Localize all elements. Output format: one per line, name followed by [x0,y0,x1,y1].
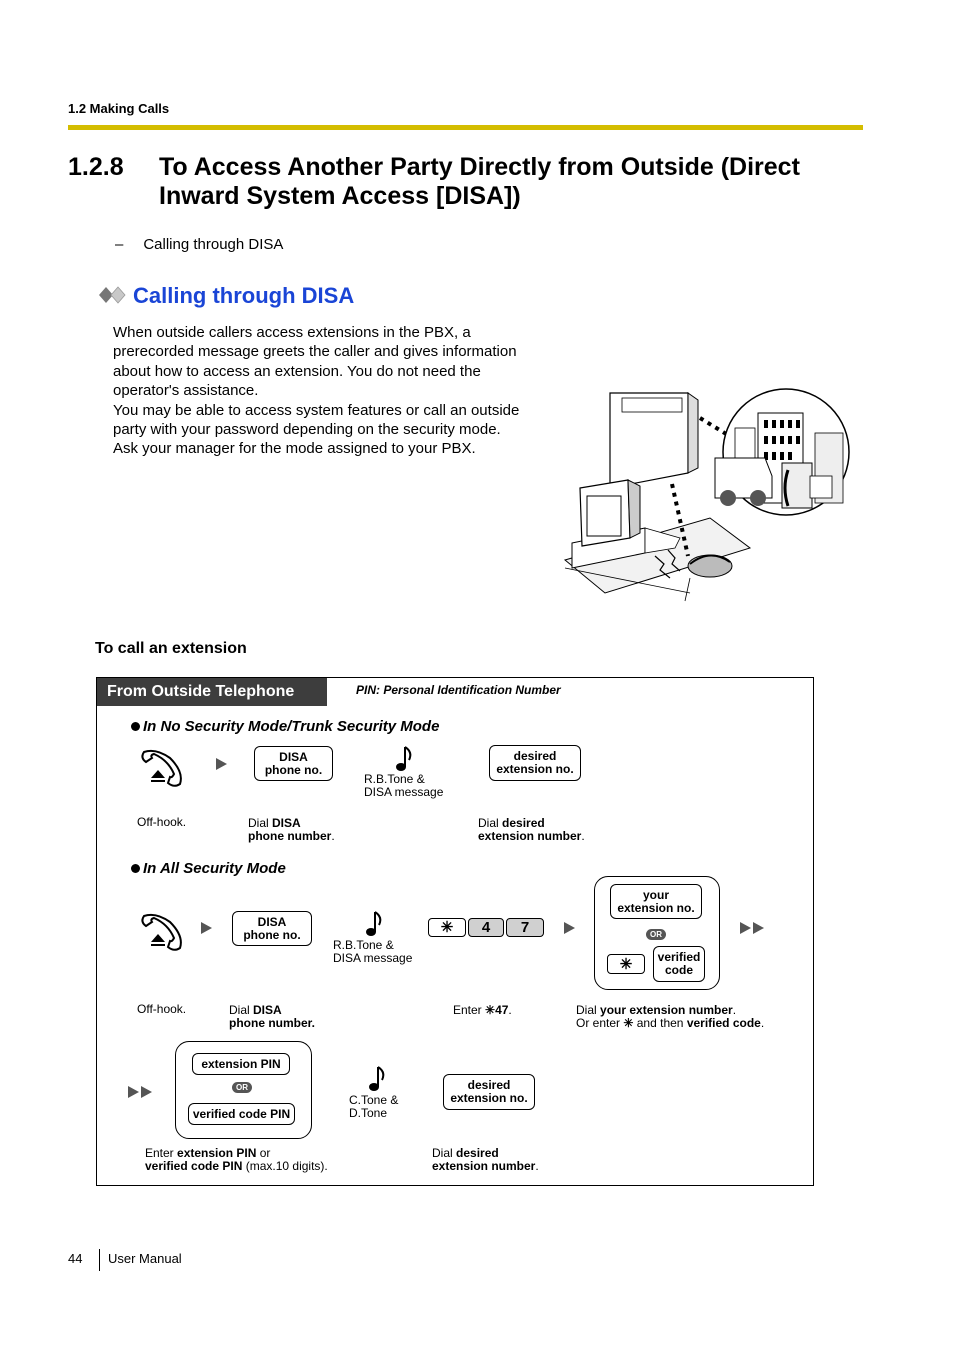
choice-bracket [175,1041,312,1139]
body-line: operator's assistance. [113,382,259,400]
body-line: Ask your manager for the mode assigned t… [113,440,476,458]
dial-disa-caption: Dial DISA phone number. [229,1003,316,1030]
step-arrow-icon [201,922,212,934]
or-badge: OR [232,1082,252,1093]
continue-arrow-icon [128,1086,152,1098]
procedure-box [96,677,814,1186]
star-key: ✳ [607,954,645,974]
section-title: To Access Another Party Directly from Ou… [159,153,800,210]
star-key: ✳ [428,918,466,937]
disa-illustration [563,388,850,602]
toc-item[interactable]: – Calling through DISA [115,236,283,253]
page-number: 44 [68,1251,83,1266]
bullet-icon [131,722,140,731]
header-rule [68,125,863,130]
pin-note: PIN: Personal Identification Number [356,683,561,697]
body-line: You may be able to access system feature… [113,401,520,419]
step-arrow-icon [216,758,227,770]
body-line: When outside callers access extensions i… [113,324,471,341]
double-diamond-icon [99,286,126,304]
footer-divider [99,1249,100,1271]
music-note-icon [366,911,382,936]
mode2-title: In All Security Mode [131,860,286,877]
tone-caption: C.Tone &D.Tone [349,1093,399,1120]
extension-pin-key: extension PIN [192,1053,290,1075]
digit-7-key: 7 [506,918,544,937]
offhook-caption: Off-hook. [137,1002,187,1016]
procedure-heading: To call an extension [95,640,247,657]
music-note-icon [396,746,412,771]
tone-caption: R.B.Tone &DISA message [364,772,444,799]
subsection-title: Calling through DISA [133,283,355,308]
dial-disa-caption: Dial DISA phone number. [248,816,335,843]
bullet-icon [131,864,140,873]
mode1-title: In No Security Mode/Trunk Security Mode [131,718,439,735]
tone-caption: R.B.Tone &DISA message [333,938,413,965]
procedure-tab: From Outside Telephone [97,678,327,706]
intro-paragraph: When outside callers access extensions i… [113,323,553,459]
verified-code-pin-key: verified code PIN [188,1103,295,1125]
dial-extension-caption: Dial desired extension number. [478,816,585,843]
toc-dash: – [115,236,124,253]
body-line: party with your password depending on th… [113,421,501,439]
music-note-icon [369,1066,385,1091]
your-extension-caption: Dial your extension number. Or enter ✳ a… [576,1003,765,1030]
offhook-handset-icon [141,749,182,787]
offhook-caption: Off-hook. [137,815,187,829]
dial-extension-caption: Dial desired extension number. [432,1146,539,1173]
enter-pin-caption: Enter extension PIN or verified code PIN… [145,1146,328,1173]
enter-code-caption: Enter ✳47. [453,1003,512,1017]
continue-arrow-icon [740,922,764,934]
or-badge: OR [646,929,666,940]
toc-item-label: Calling through DISA [143,236,284,253]
digit-4-key: 4 [468,918,504,937]
offhook-handset-icon [141,913,182,951]
running-header: 1.2 Making Calls [68,101,170,116]
step-arrow-icon [564,922,575,934]
body-line: prerecorded message greets the caller an… [113,343,517,361]
choice-bracket [594,876,720,990]
section-number: 1.2.8 [68,153,124,181]
body-line: about how to access an extension. You do… [113,362,481,380]
manual-name: User Manual [108,1251,182,1266]
